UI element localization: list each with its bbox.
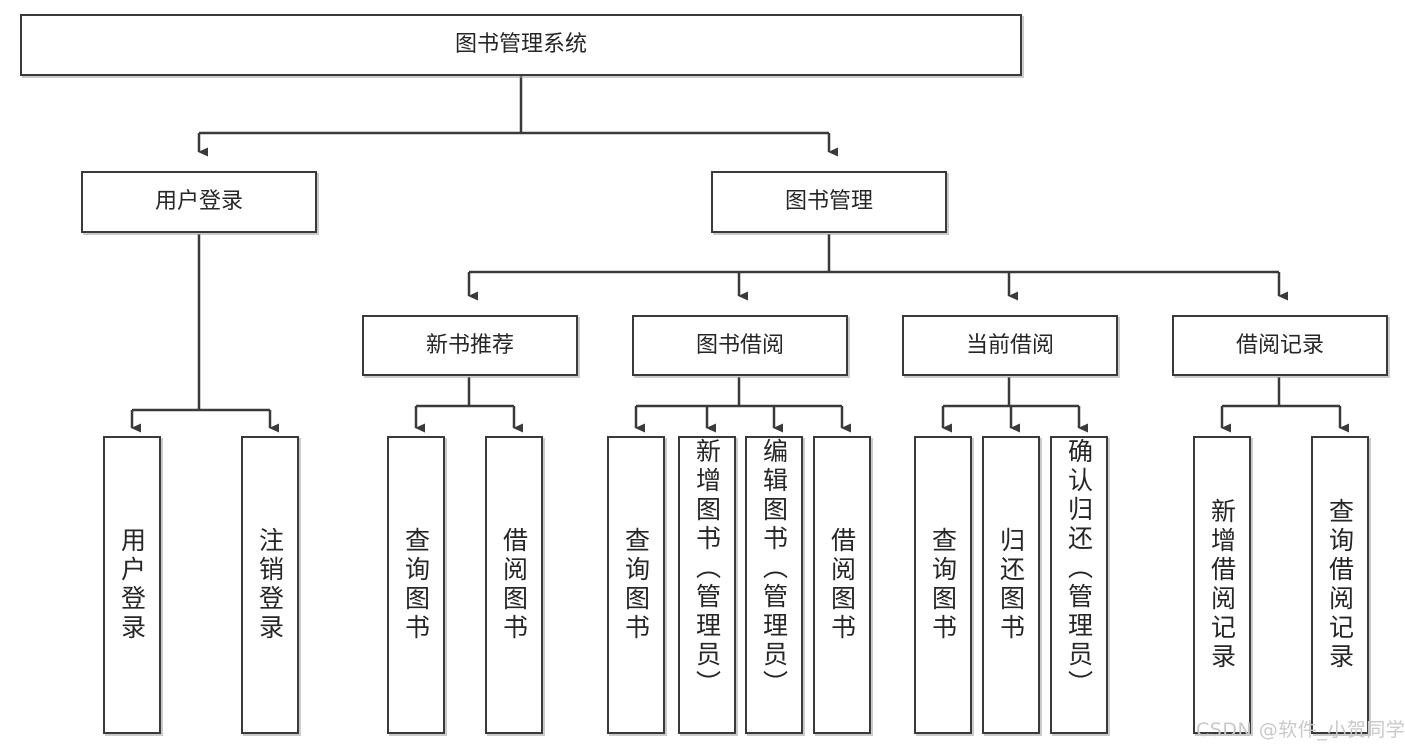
node-label: 编辑图书（管理员） [759, 438, 789, 699]
node-label: 当前借阅 [965, 332, 1054, 358]
leaf-borrow-record-add-record[interactable]: 新增借阅记录 [1193, 436, 1251, 734]
leaf-book-borrow-query-books[interactable]: 查询图书 [607, 436, 665, 734]
node-book-borrowing[interactable]: 图书借阅 [632, 315, 848, 376]
leaf-current-borrow-return-books[interactable]: 归还图书 [982, 436, 1040, 734]
leaf-new-book-borrow-books[interactable]: 借阅图书 [485, 436, 543, 734]
leaf-current-borrow-confirm-return-admin[interactable]: 确认归还（管理员） [1050, 436, 1108, 734]
node-label: 确认归还（管理员） [1064, 438, 1094, 699]
leaf-book-borrow-add-book-admin[interactable]: 新增图书（管理员） [678, 436, 736, 734]
node-book-management[interactable]: 图书管理 [711, 171, 947, 233]
node-root-book-management-system[interactable]: 图书管理系统 [20, 14, 1022, 76]
node-label: 新书推荐 [425, 332, 514, 358]
leaf-current-borrow-query-books[interactable]: 查询图书 [914, 436, 972, 734]
leaf-book-borrow-edit-book-admin[interactable]: 编辑图书（管理员） [745, 436, 803, 734]
node-borrowing-record[interactable]: 借阅记录 [1172, 315, 1388, 376]
node-label: 图书管理系统 [454, 32, 587, 58]
node-label: 借阅图书 [827, 527, 857, 643]
node-label: 借阅记录 [1235, 332, 1324, 358]
node-label: 查询图书 [621, 527, 651, 643]
node-label: 新增借阅记录 [1207, 498, 1237, 672]
node-label: 查询图书 [401, 527, 431, 643]
leaf-user-login-signin[interactable]: 用户登录 [103, 436, 161, 734]
node-label: 图书借阅 [695, 332, 784, 358]
node-label: 注销登录 [255, 527, 285, 643]
node-current-borrowing[interactable]: 当前借阅 [902, 315, 1118, 376]
node-label: 归还图书 [996, 527, 1026, 643]
node-label: 借阅图书 [499, 527, 529, 643]
node-new-book-recommendation[interactable]: 新书推荐 [362, 315, 578, 376]
watermark-text: CSDN @软件_小贺同学 [1196, 719, 1405, 741]
leaf-user-login-signout[interactable]: 注销登录 [241, 436, 299, 734]
leaf-book-borrow-borrow-books[interactable]: 借阅图书 [813, 436, 871, 734]
node-label: 用户登录 [154, 189, 243, 215]
leaf-borrow-record-query-record[interactable]: 查询借阅记录 [1311, 436, 1369, 734]
node-label: 用户登录 [117, 527, 147, 643]
node-label: 查询图书 [928, 527, 958, 643]
node-user-login[interactable]: 用户登录 [81, 171, 317, 233]
leaf-new-book-query-books[interactable]: 查询图书 [387, 436, 445, 734]
node-label: 图书管理 [784, 189, 873, 215]
node-label: 新增图书（管理员） [692, 438, 722, 699]
node-label: 查询借阅记录 [1325, 498, 1355, 672]
